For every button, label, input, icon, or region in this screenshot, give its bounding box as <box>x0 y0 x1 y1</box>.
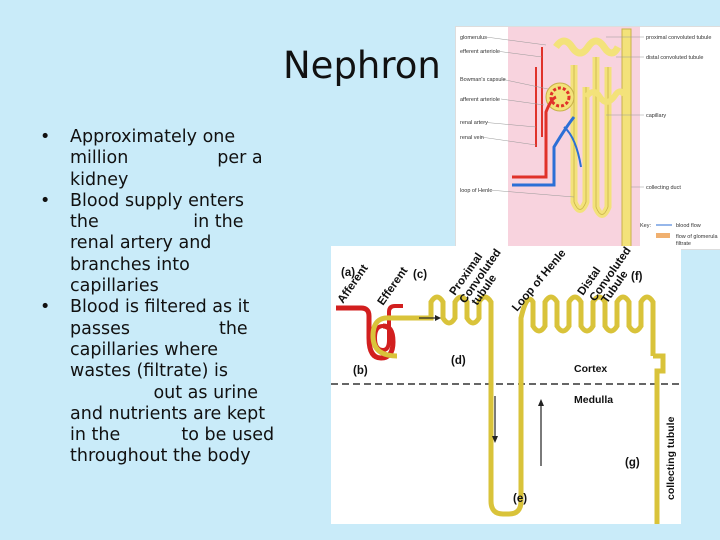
bullet-line: the in the <box>70 212 244 233</box>
bullet-line: Blood supply enters <box>70 190 244 211</box>
label-bowmans-capsule: Bowman's capsule <box>460 77 506 83</box>
label-c: (c) <box>413 269 427 281</box>
label-renal-artery: renal artery <box>460 120 488 126</box>
leader-line <box>488 189 575 198</box>
bullet-item: • Approximately one million per a kidney <box>40 127 290 191</box>
leader-line <box>500 78 549 90</box>
label-d: (d) <box>451 355 466 367</box>
renal-vein-shape <box>512 116 576 187</box>
nephron-illustration-svg: glomerulus efferent arteriole Bowman's c… <box>460 27 719 249</box>
label-e: (e) <box>513 493 527 505</box>
label-cortex: Cortex <box>574 363 607 375</box>
flow-arrow-head <box>538 399 544 406</box>
distal-tubule-shape <box>518 294 656 356</box>
leader-line <box>480 121 537 128</box>
bullet-item: • Blood supply enters the in the renal a… <box>40 191 290 297</box>
loop-outline <box>573 57 609 215</box>
label-distal-tubule: distal convoluted tubule <box>646 55 703 61</box>
key-filtrate-arrow <box>656 233 670 238</box>
efferent-arteriole-shape <box>372 304 403 353</box>
nephron-illustration: glomerulus efferent arteriole Bowman's c… <box>455 26 720 250</box>
bullet-line: capillaries <box>70 276 159 297</box>
bullet-line: capillaries where <box>70 339 219 360</box>
bullet-line: Blood is filtered as it <box>70 297 250 318</box>
bullet-line: out as urine <box>70 382 259 403</box>
loop-of-henle-shape <box>488 346 524 517</box>
bullet-dot: • <box>40 127 51 147</box>
bullet-dot: • <box>40 297 51 318</box>
label-collecting-duct: collecting duct <box>646 185 681 191</box>
nephron-schematic: (a) Afferent (c) Efferent Proximal Convo… <box>331 246 681 524</box>
bullet-line: wastes (filtrate) is <box>70 361 228 382</box>
label-medulla: Medulla <box>574 394 613 406</box>
label-g: (g) <box>625 457 640 469</box>
leader-line <box>480 136 537 146</box>
renal-artery-shape <box>512 95 557 179</box>
label-glomerulus: glomerulus <box>460 35 487 41</box>
nephron-schematic-svg: (a) Afferent (c) Efferent Proximal Convo… <box>331 246 681 524</box>
label-loop-of-henle: loop of Henle <box>460 188 492 194</box>
label-afferent-arteriole: afferent arteriole <box>460 97 500 103</box>
distal-tubule-shape <box>583 88 627 105</box>
label-efferent: Efferent <box>376 265 411 308</box>
collecting-tubule-shape <box>653 353 666 524</box>
label-capillary: capillary <box>646 113 666 119</box>
label-efferent-arteriole: efferent arteriole <box>460 49 500 55</box>
bullet-line: passes the <box>70 318 248 339</box>
afferent-arteriole-shape <box>336 305 396 361</box>
bowmans-capsule-shape <box>370 315 405 359</box>
label-collecting-tubule: collecting tubule <box>665 416 677 500</box>
label-a: (a) <box>341 267 355 279</box>
glomerulus-shape <box>549 86 571 108</box>
label-renal-vein: renal vein <box>460 135 484 141</box>
key-title: Key: <box>640 223 651 229</box>
vein-branch-shape <box>563 126 582 168</box>
bullet-line: Approximately one <box>70 127 236 147</box>
proximal-tubule-shape <box>405 294 494 346</box>
proximal-tubule-shape <box>553 37 622 57</box>
key-filtrate-flow-1: flow of glomerula <box>676 234 719 240</box>
bullet-line: renal artery and <box>70 233 212 254</box>
leader-line <box>485 36 547 46</box>
bullet-line: branches into <box>70 254 190 275</box>
label-loop-of-henle: Loop of Henle <box>510 247 568 313</box>
label-b: (b) <box>353 365 368 377</box>
key-filtrate-flow-2: filtrate <box>676 241 691 247</box>
bullet-line: kidney <box>70 169 129 190</box>
label-f: (f) <box>631 271 643 283</box>
bullet-line: in the to be used <box>70 425 275 446</box>
leader-line <box>500 98 545 106</box>
bullet-list: • Approximately one million per a kidney… <box>40 127 290 468</box>
label-proximal-tubule: proximal convoluted tubule <box>646 35 711 41</box>
bullet-dot: • <box>40 190 51 211</box>
bullet-line: million per a <box>70 148 263 169</box>
bullet-item: • Blood is filtered as it passes the cap… <box>40 297 290 467</box>
bullet-line: throughout the body <box>70 446 251 467</box>
capillary-shape <box>535 47 543 147</box>
flow-arrow-head <box>492 436 498 443</box>
leader-line <box>495 50 543 58</box>
key-blood-flow: blood flow <box>676 223 701 229</box>
collecting-duct-shape <box>621 28 632 249</box>
bullet-line: and nutrients are kept <box>70 403 266 424</box>
flow-arrow-head <box>435 315 441 321</box>
slide-title: Nephron <box>283 44 441 87</box>
